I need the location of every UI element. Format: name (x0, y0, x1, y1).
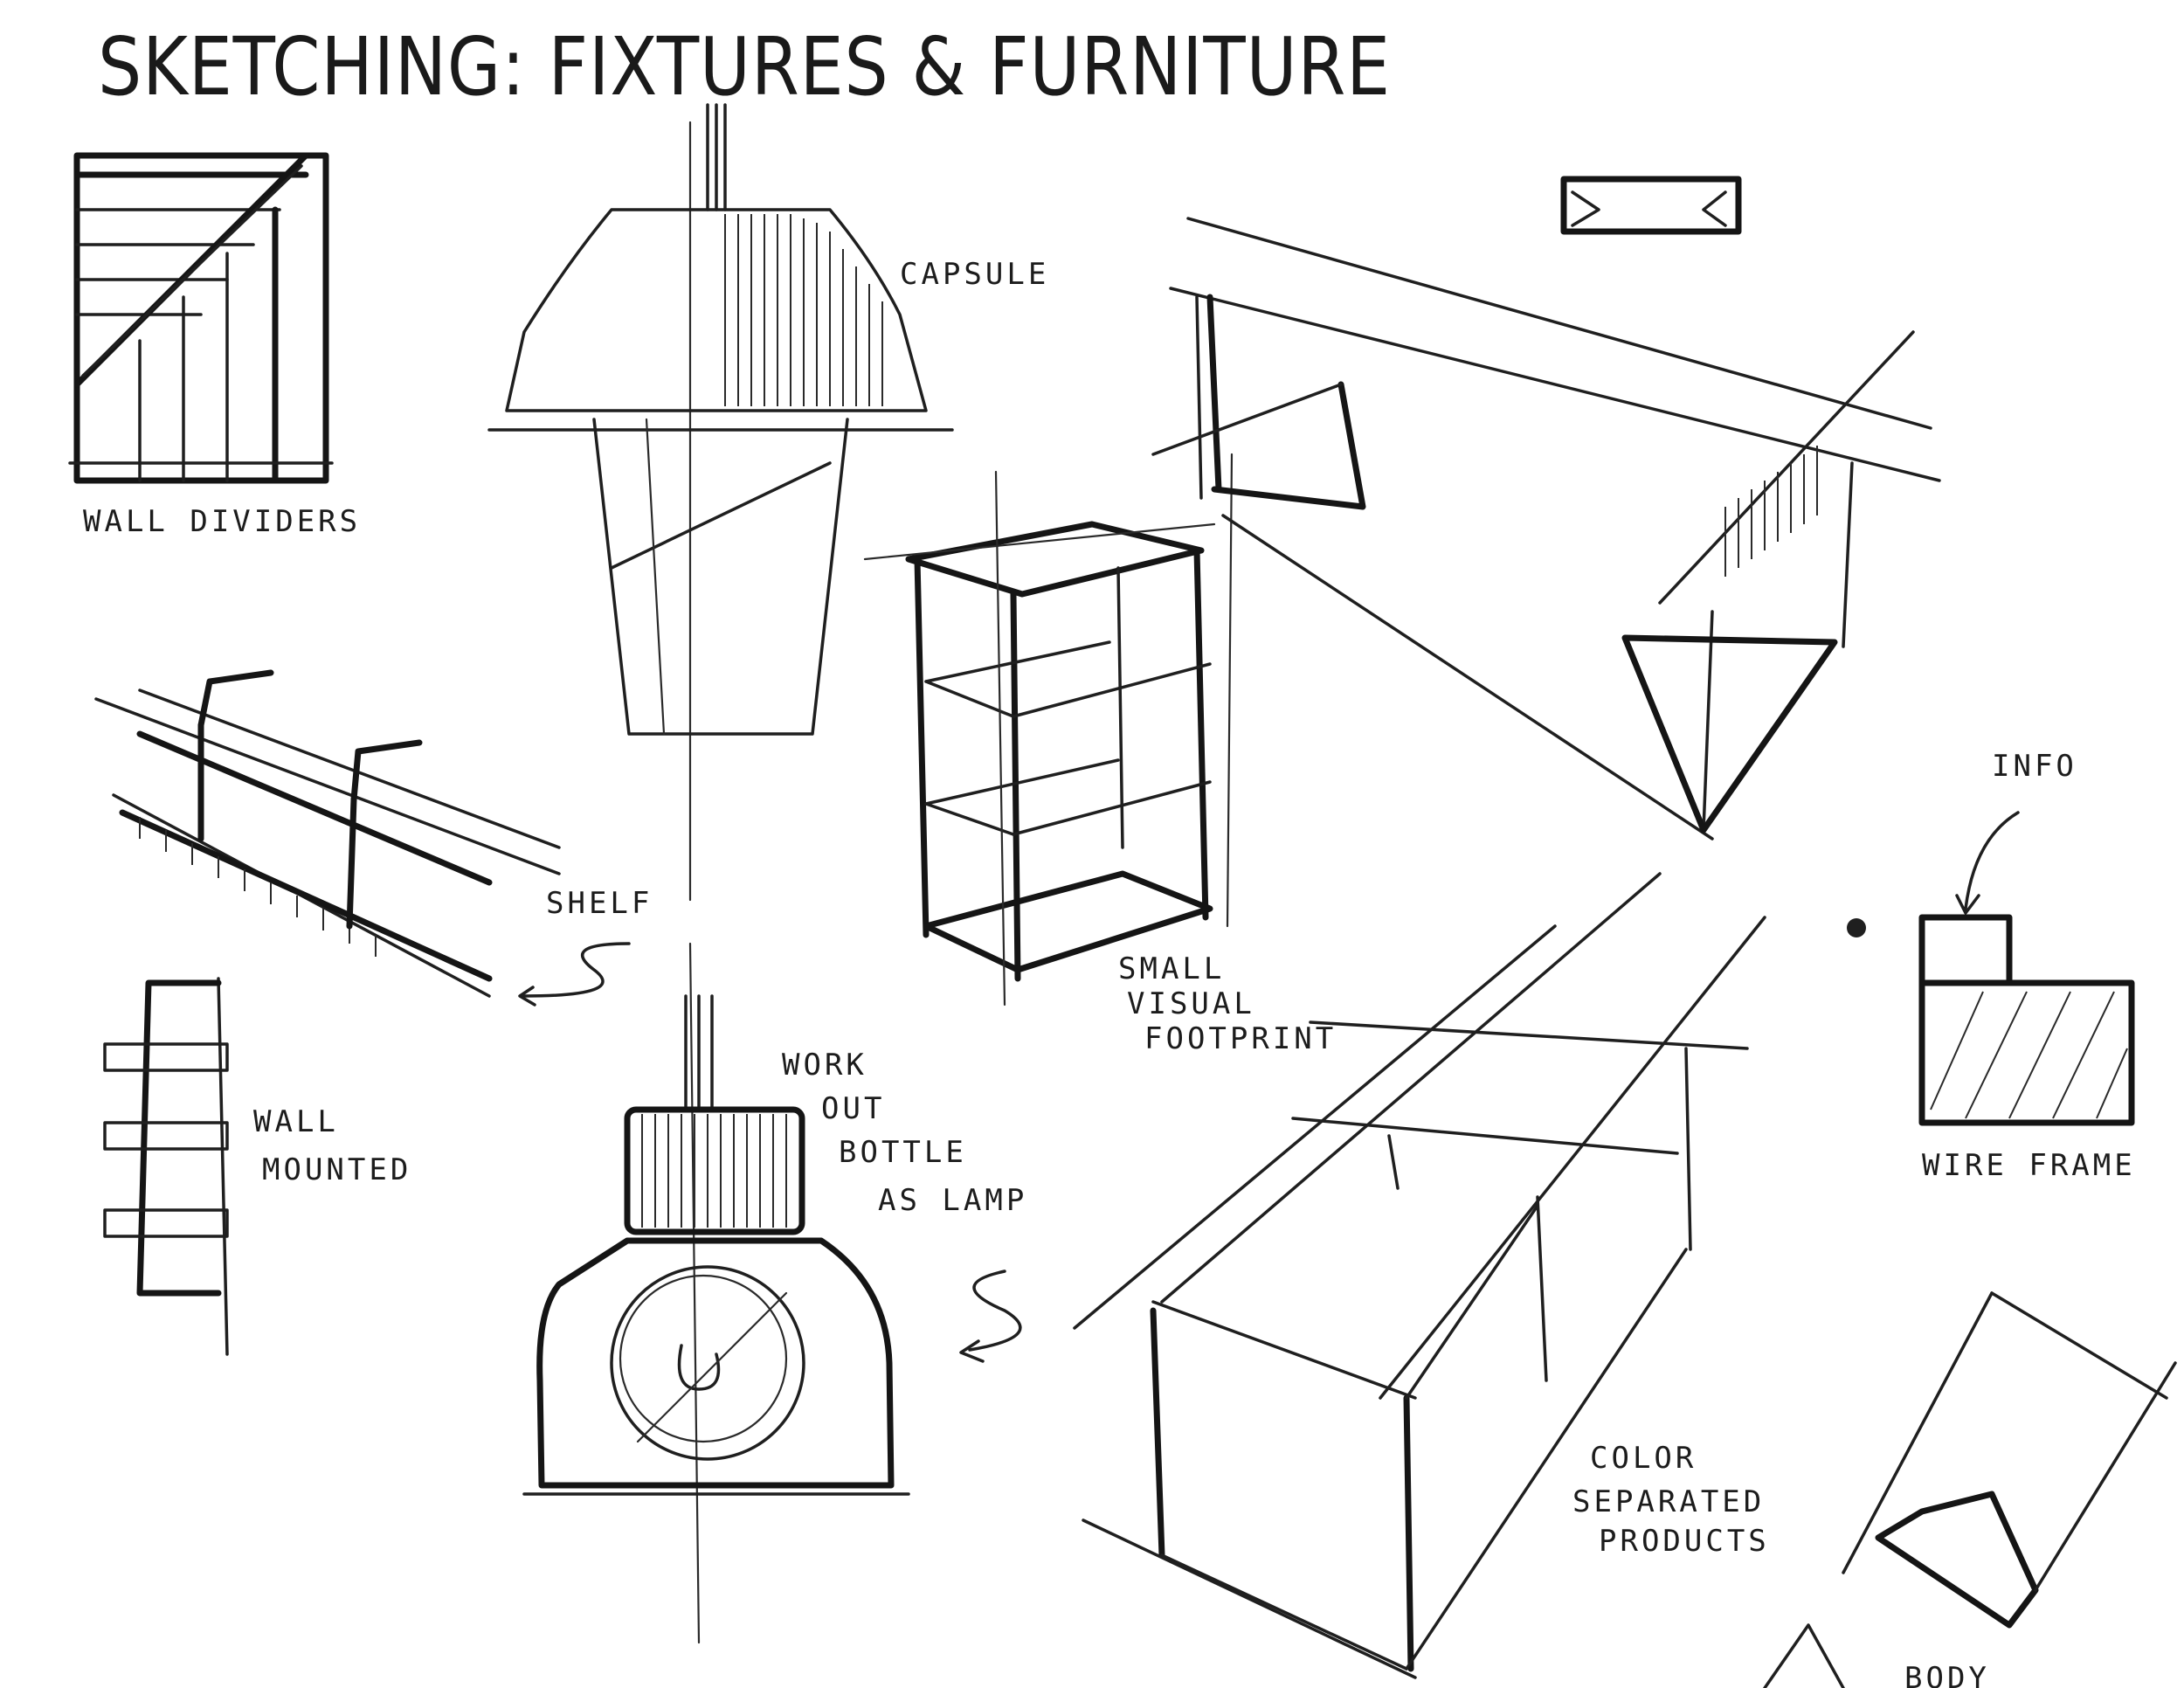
label-wire-frame: WIRE FRAME (1922, 1148, 2136, 1183)
wire-frame-sketch (1847, 811, 2135, 1126)
label-color: COLOR (1590, 1441, 1697, 1476)
shelving-unit-sketch (863, 453, 1234, 1007)
label-wall-dividers: WALL DIVIDERS (83, 504, 361, 539)
label-wall: WALL (253, 1104, 339, 1139)
label-work: WORK (782, 1048, 867, 1083)
label-info: INFO (1992, 749, 2077, 784)
color-separated-sketch (1073, 872, 1766, 1679)
label-as-lamp: AS LAMP (878, 1183, 1027, 1218)
label-shelf: SHELF (546, 886, 653, 921)
label-out: OUT (821, 1091, 885, 1126)
shelf-sketch (94, 669, 631, 1007)
label-footprint: FOOTPRINT (1144, 1021, 1337, 1056)
label-visual: VISUAL (1127, 986, 1255, 1021)
page-title: SKETCHING: FIXTURES & FURNITURE (98, 20, 1392, 114)
label-products: PRODUCTS (1599, 1524, 1770, 1559)
bottle-lamp-sketch (522, 942, 1022, 1644)
label-partial: BODY (1904, 1661, 1990, 1688)
label-small: SMALL (1118, 951, 1225, 986)
pendant-lamp-sketch (487, 103, 954, 902)
label-capsule: CAPSULE (900, 257, 1049, 292)
label-mounted: MOUNTED (262, 1152, 411, 1187)
wall-divider-sketch (68, 152, 334, 484)
capsule-table-sketch (1151, 176, 1941, 841)
bottom-right-partial-sketch (1763, 1291, 2177, 1688)
label-bottle: BOTTLE (839, 1135, 967, 1170)
wall-mounted-sketch (103, 977, 229, 1356)
label-separated: SEPARATED (1572, 1484, 1765, 1519)
